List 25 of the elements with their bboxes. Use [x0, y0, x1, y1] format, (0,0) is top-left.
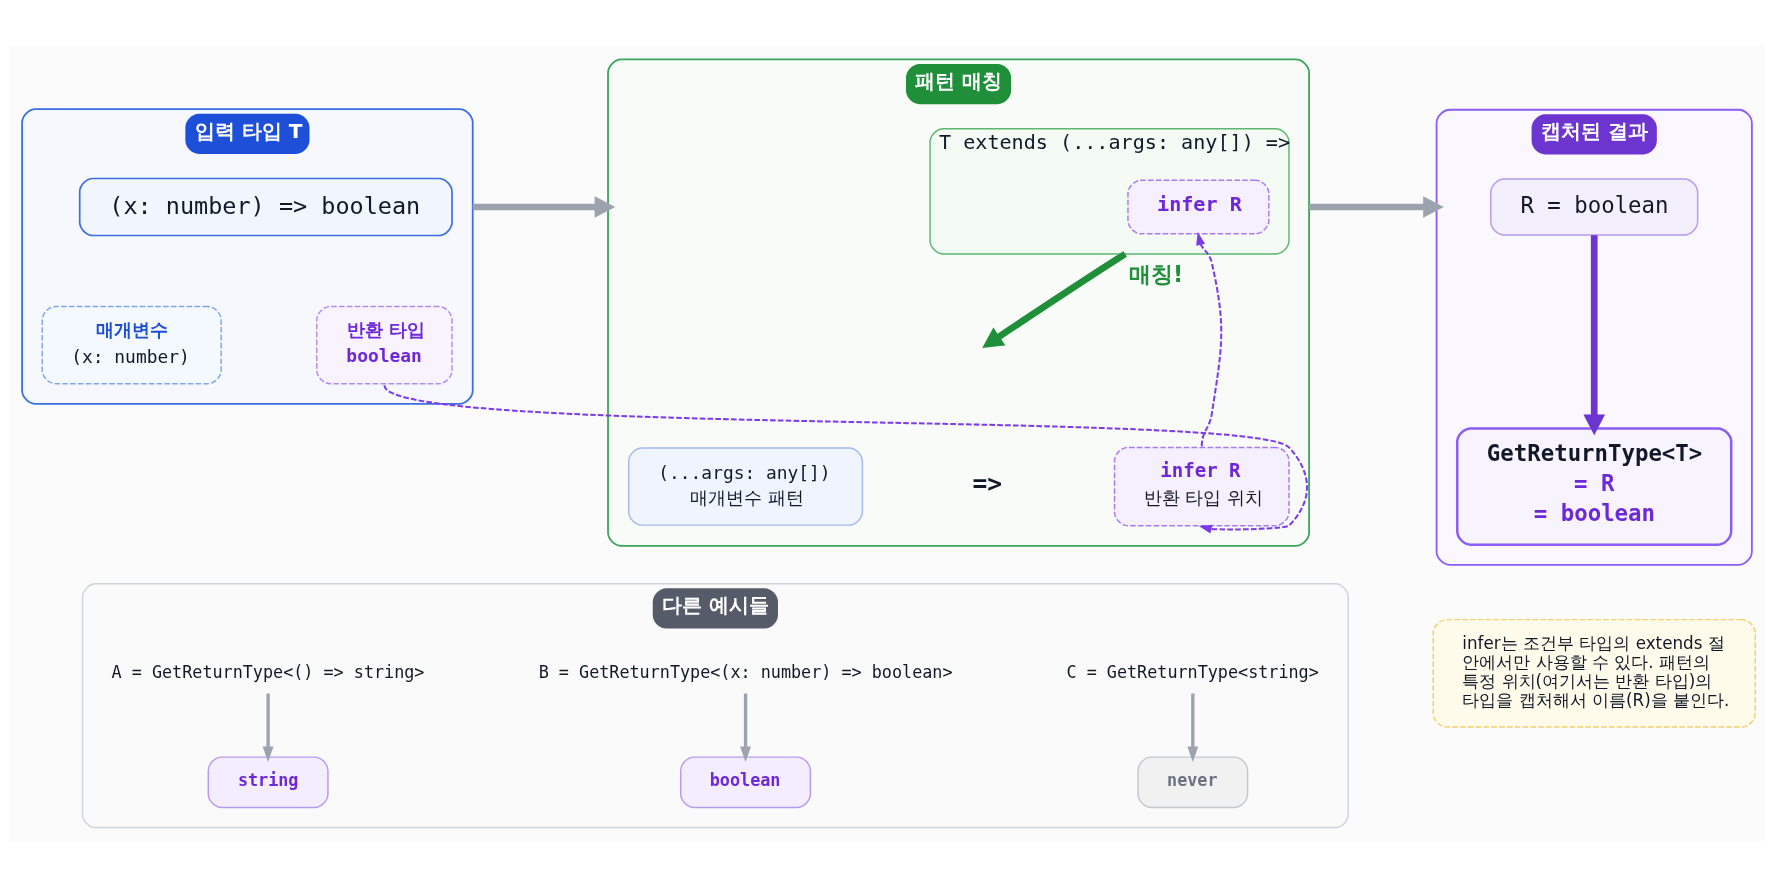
node-box: string	[207, 756, 329, 809]
arrow	[262, 693, 274, 763]
node-text: B = GetReturnType<(x: number) => boolean>	[538, 661, 953, 682]
arrow	[1309, 196, 1444, 218]
node-box: never	[1137, 756, 1249, 809]
arrow	[1583, 235, 1606, 436]
node-box: GetReturnType<T> = R = boolean	[1456, 427, 1733, 546]
node-box: 반환 타입 boolean	[316, 305, 453, 385]
arrow	[1187, 693, 1199, 763]
node-box: 매개변수 (x: number)	[41, 305, 222, 385]
node-text: A = GetReturnType<() => string>	[111, 661, 425, 682]
node-box: infer R 반환 타입 위치	[1113, 446, 1290, 527]
arrow	[472, 196, 616, 218]
node-box: (x: number) => boolean	[78, 177, 453, 237]
node-box: (...args: any[]) 매개변수 패턴	[628, 447, 864, 526]
arrow	[1196, 232, 1223, 447]
label: =>	[972, 468, 1003, 498]
arrow	[982, 251, 1127, 348]
node-box: infer는 조건부 타입의 extends 절 안에서만 사용할 수 있다. 패턴의 특정 위치(여기서는 반환 타입)의 타입을 캡처해서 이름(R)을 붙인다.	[1432, 618, 1756, 728]
edge-label: 매칭!	[1129, 260, 1184, 287]
node-box: boolean	[679, 756, 812, 809]
node-box: R = boolean	[1490, 178, 1699, 236]
node-box: infer R	[1127, 179, 1270, 235]
arrow	[740, 693, 752, 763]
node-text: C = GetReturnType<string>	[1066, 661, 1319, 682]
